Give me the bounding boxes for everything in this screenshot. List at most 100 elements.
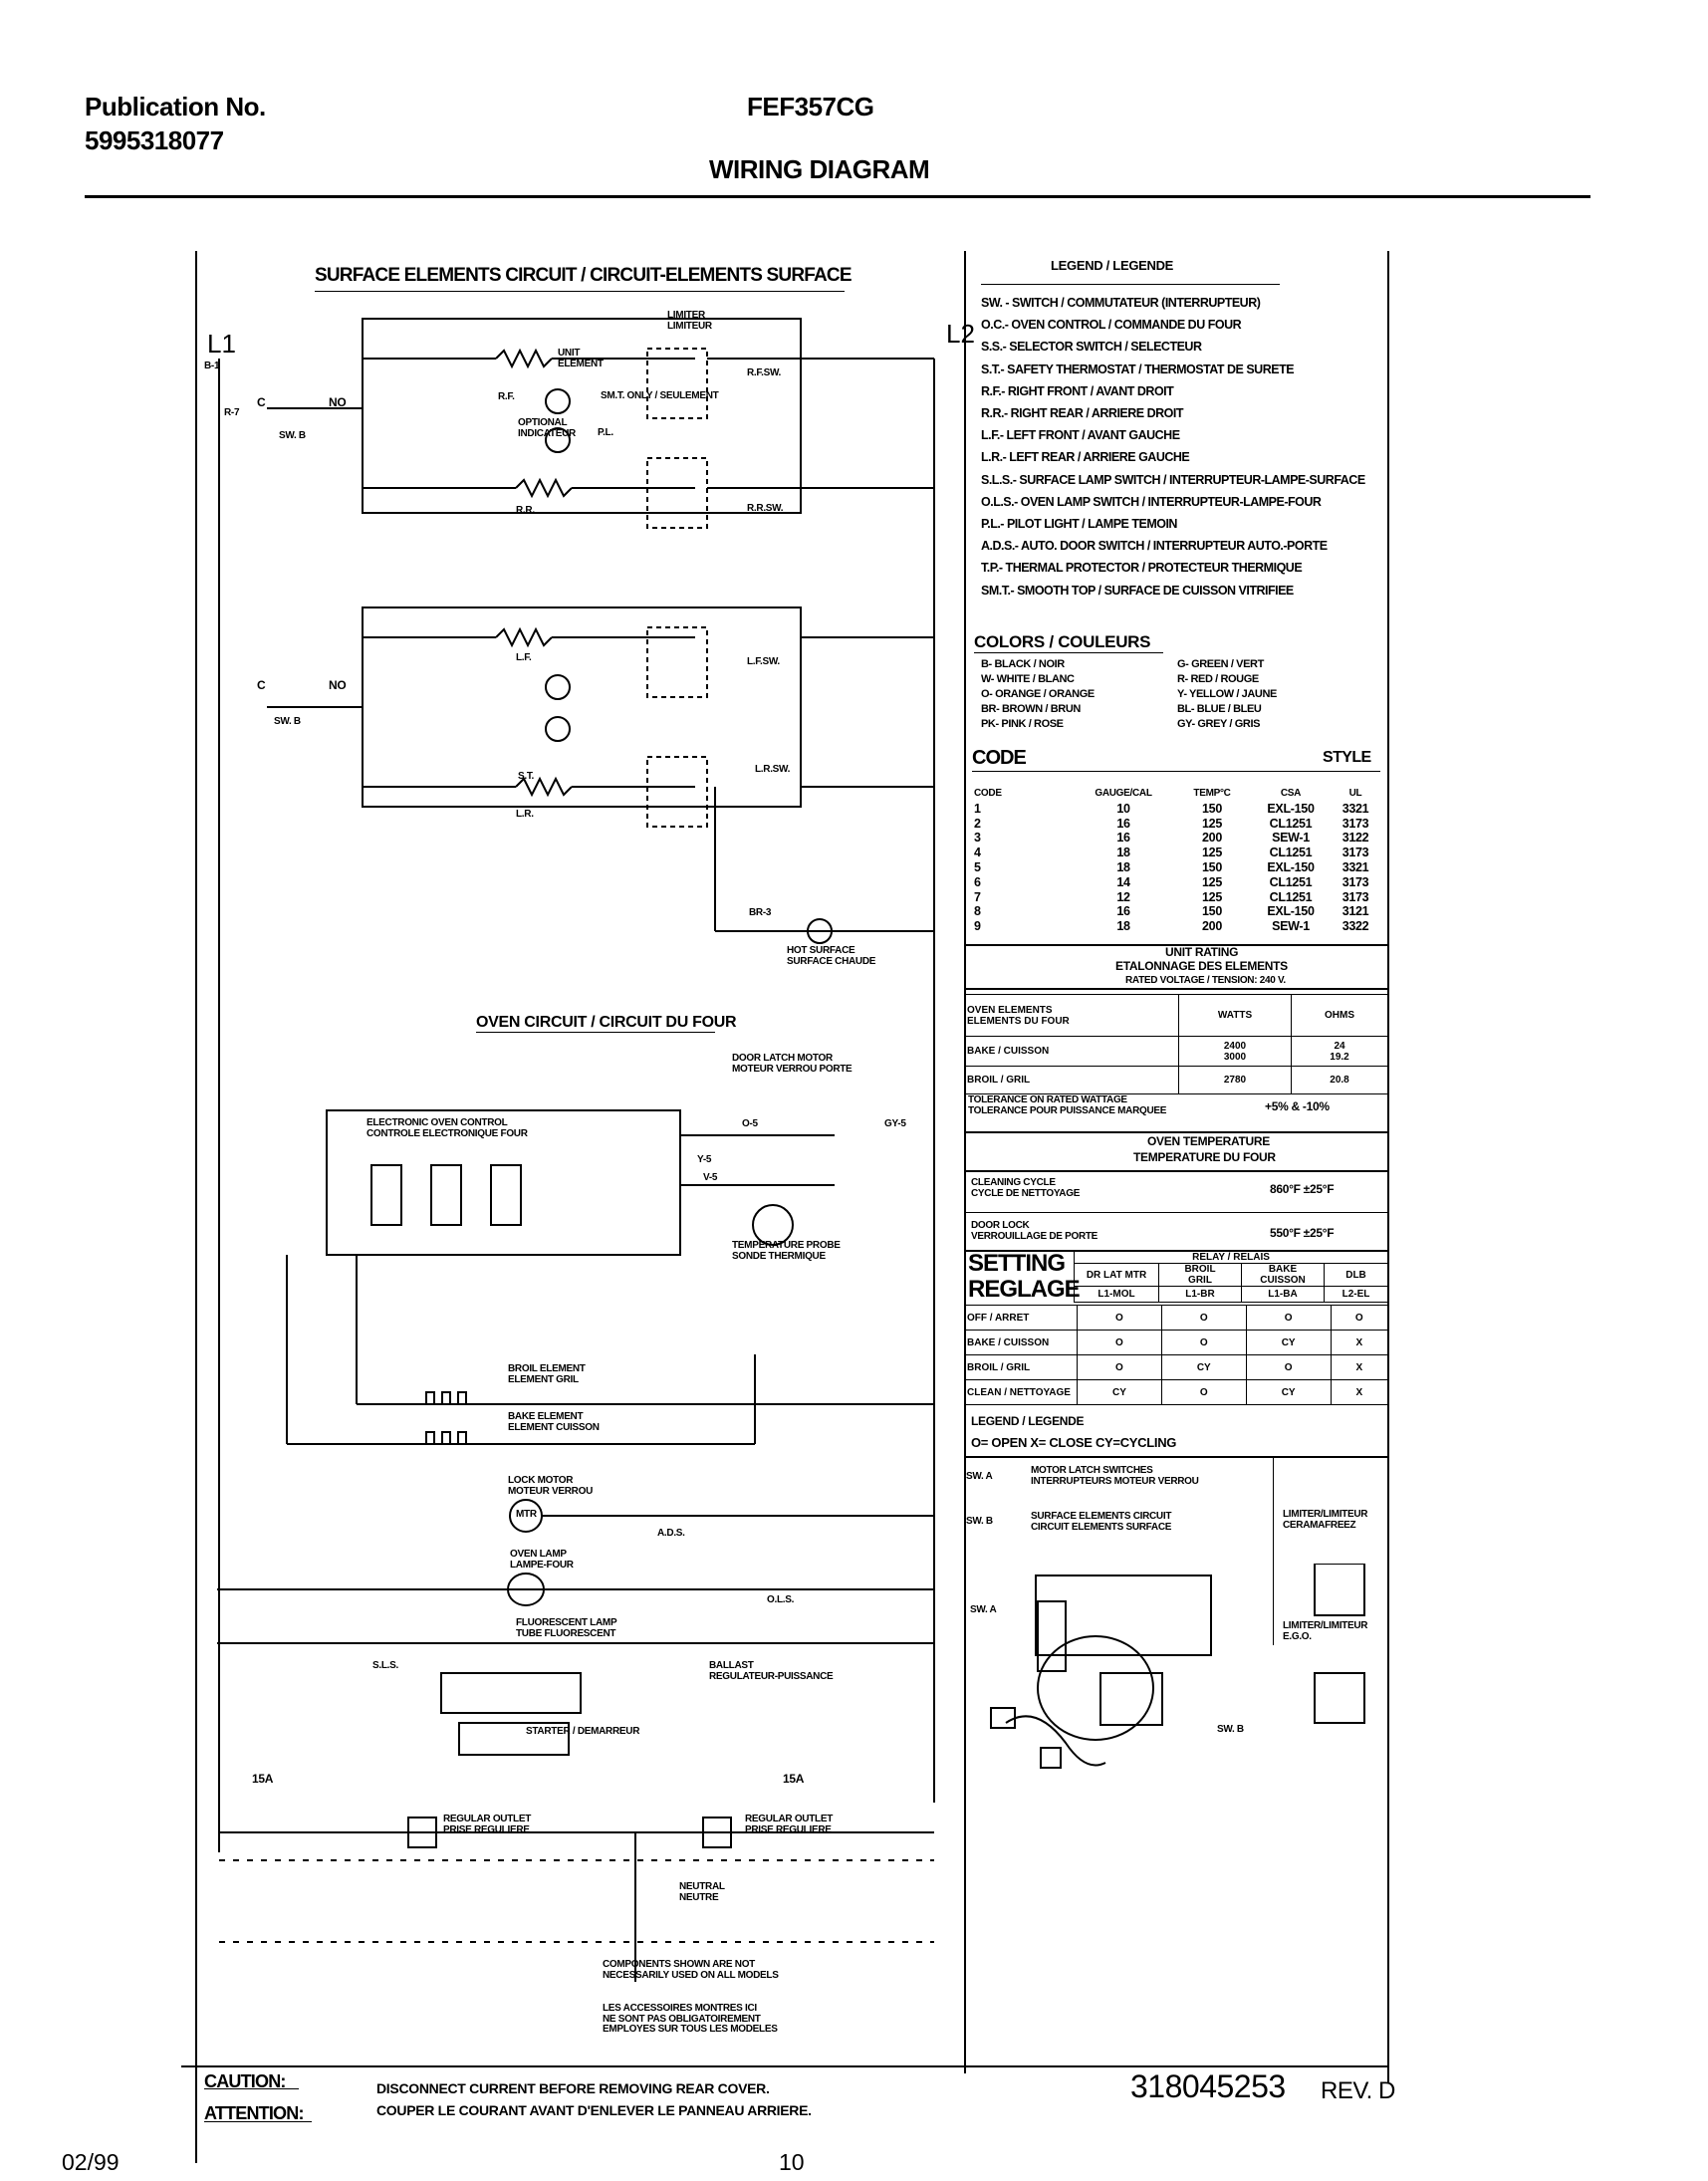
setting-cell: O	[1330, 1305, 1389, 1331]
sw-b-label: SW. B	[279, 430, 306, 441]
limiter-2-label: LIMITER/LIMITEUR E.G.O.	[1283, 1620, 1368, 1642]
colors-left-list: B- BLACK / NOIR W- WHITE / BLANC O- ORAN…	[981, 657, 1095, 732]
oven-circuit-title: OVEN CIRCUIT / CIRCUIT DU FOUR	[476, 1014, 737, 1031]
lf-label: L.F.	[516, 652, 532, 663]
ballast-label: BALLAST REGULATEUR-PUISSANCE	[709, 1660, 834, 1682]
code-cell: 16	[1116, 816, 1130, 831]
code-cell: 4	[974, 846, 981, 860]
code-title-rule	[972, 771, 1380, 772]
relay-header: RELAY / RELAIS	[1074, 1251, 1388, 1264]
color-item: R- RED / ROUGE	[1177, 673, 1259, 685]
code-cell: CL1251	[1269, 816, 1313, 831]
code-cell: CL1251	[1269, 889, 1313, 904]
swb-label: SW. B	[966, 1516, 993, 1527]
page-number: 10	[779, 2149, 805, 2175]
st-label: S.T.	[518, 771, 535, 782]
switches-rule	[964, 1456, 1388, 1458]
rating-bake-watts: 2400 3000	[1178, 1036, 1292, 1067]
header-rule	[85, 195, 1590, 198]
code-cell: 18	[1116, 846, 1130, 860]
relay-code: L1-BA	[1241, 1286, 1325, 1303]
legend-item: S.L.S.- SURFACE LAMP SWITCH / INTERRUPTE…	[981, 472, 1365, 487]
code-cell: 9	[974, 919, 981, 934]
limiter-label: LIMITER LIMITEUR	[667, 310, 712, 332]
legend-item: S.T.- SAFETY THERMOSTAT / THERMOSTAT DE …	[981, 362, 1295, 376]
code-cell: 150	[1202, 904, 1222, 919]
code-cell: 3173	[1342, 816, 1369, 831]
setting-legend-title: LEGEND / LEGENDE	[971, 1414, 1085, 1428]
legend-item: S.S.- SELECTOR SWITCH / SELECTEUR	[981, 340, 1202, 355]
rf-label: R.F.	[498, 391, 515, 402]
note-components: COMPONENTS SHOWN ARE NOT NECESSARILY USE…	[603, 1959, 779, 1981]
o5-label: O-5	[742, 1118, 758, 1129]
outlet-left-label: REGULAR OUTLET PRISE REGULIERE	[443, 1814, 532, 1835]
sls-label: S.L.S.	[372, 1660, 398, 1671]
color-item: G- GREEN / VERT	[1177, 658, 1264, 670]
relay-name: BAKE CUISSON	[1241, 1263, 1325, 1287]
smt-label: SM.T. ONLY / SEULEMENT	[601, 390, 719, 401]
wiring-schematic	[217, 318, 935, 1982]
relay-name: BROIL GRIL	[1158, 1263, 1242, 1287]
oven-temp-rule-top	[964, 1131, 1388, 1133]
code-cell: 3	[974, 831, 981, 846]
code-cell: 3121	[1342, 904, 1369, 919]
code-cell: 6	[974, 874, 981, 889]
rating-rule-top	[964, 944, 1388, 946]
rating-broil-watts: 2780	[1178, 1066, 1292, 1094]
code-cell: 18	[1116, 859, 1130, 874]
rating-title-2: ETALONNAGE DES ELEMENTS	[1115, 959, 1288, 973]
surface-circuit-title: SURFACE ELEMENTS CIRCUIT / CIRCUIT-ELEME…	[315, 265, 853, 286]
lr-label: L.R.	[516, 809, 534, 820]
pl-label: P.L.	[598, 427, 613, 438]
broil-element-label: BROIL ELEMENT ELEMENT GRIL	[508, 1363, 586, 1385]
probe-label: TEMPERATURE PROBE SONDE THERMIQUE	[732, 1240, 841, 1262]
tolerance-value: +5% & -10%	[1265, 1099, 1330, 1113]
l2-label: L2	[946, 319, 975, 349]
starter-label: STARTER / DEMARREUR	[526, 1726, 640, 1737]
setting-cell: CY	[1160, 1354, 1247, 1380]
color-item: GY- GREY / GRIS	[1177, 718, 1261, 730]
swa-diagram-label: SW. A	[970, 1604, 997, 1615]
oven-title-rule	[476, 1032, 715, 1033]
clean-cycle-value: 860°F ±25°F	[1270, 1182, 1335, 1196]
rating-header-row: OVEN ELEMENTS ELEMENTS DU FOUR WATTS OHM…	[964, 994, 1388, 1037]
code-cell: 5	[974, 859, 981, 874]
limiter-1-label: LIMITER/LIMITEUR CERAMAFREEZ	[1283, 1509, 1368, 1531]
oven-temp-title-2: TEMPERATURE DU FOUR	[1133, 1150, 1276, 1164]
model-number: FEF357CG	[747, 92, 874, 121]
legend-item: P.L.- PILOT LIGHT / LAMPE TEMOIN	[981, 517, 1177, 532]
code-cell: 3173	[1342, 874, 1369, 889]
legend-list: SW. - SWITCH / COMMUTATEUR (INTERRUPTEUR…	[981, 292, 1365, 602]
unit-element-label: UNIT ELEMENT	[558, 348, 604, 369]
code-cell: 200	[1202, 831, 1222, 846]
v5-label: V-5	[703, 1172, 718, 1183]
code-cell: 150	[1202, 801, 1222, 816]
code-cell: SEW-1	[1272, 831, 1310, 846]
rating-table: OVEN ELEMENTS ELEMENTS DU FOUR WATTS OHM…	[964, 994, 1388, 1094]
color-item: BR- BROWN / BRUN	[981, 703, 1081, 715]
setting-cell: X	[1330, 1379, 1389, 1405]
legend-item: R.R.- RIGHT REAR / ARRIERE DROIT	[981, 406, 1183, 421]
rating-col-elements: OVEN ELEMENTS ELEMENTS DU FOUR	[964, 994, 1179, 1037]
setting-cell: CY	[1077, 1379, 1162, 1405]
lock-motor-label: LOCK MOTOR MOTEUR VERROU	[508, 1475, 593, 1497]
caution-underline	[204, 2088, 299, 2089]
setting-cell: O	[1160, 1379, 1247, 1405]
relay-code: L2-EL	[1324, 1286, 1388, 1303]
legend-item: T.P.- THERMAL PROTECTOR / PROTECTEUR THE…	[981, 561, 1303, 576]
oven-lamp-label: OVEN LAMP LAMPE-FOUR	[510, 1549, 574, 1571]
door-lock-label: DOOR LOCK VERROUILLAGE DE PORTE	[971, 1220, 1098, 1242]
legend-item: L.F.- LEFT FRONT / AVANT GAUCHE	[981, 428, 1180, 443]
setting-cell: O	[1077, 1305, 1162, 1331]
print-date: 02/99	[62, 2149, 120, 2175]
swb-text: SURFACE ELEMENTS CIRCUIT CIRCUIT ELEMENT…	[1031, 1511, 1172, 1533]
code-cell: 125	[1202, 874, 1222, 889]
rating-bake-ohms: 24 19.2	[1291, 1036, 1388, 1067]
setting-header-table: RELAY / RELAIS DR LAT MTR BROIL GRIL BAK…	[1074, 1251, 1388, 1303]
